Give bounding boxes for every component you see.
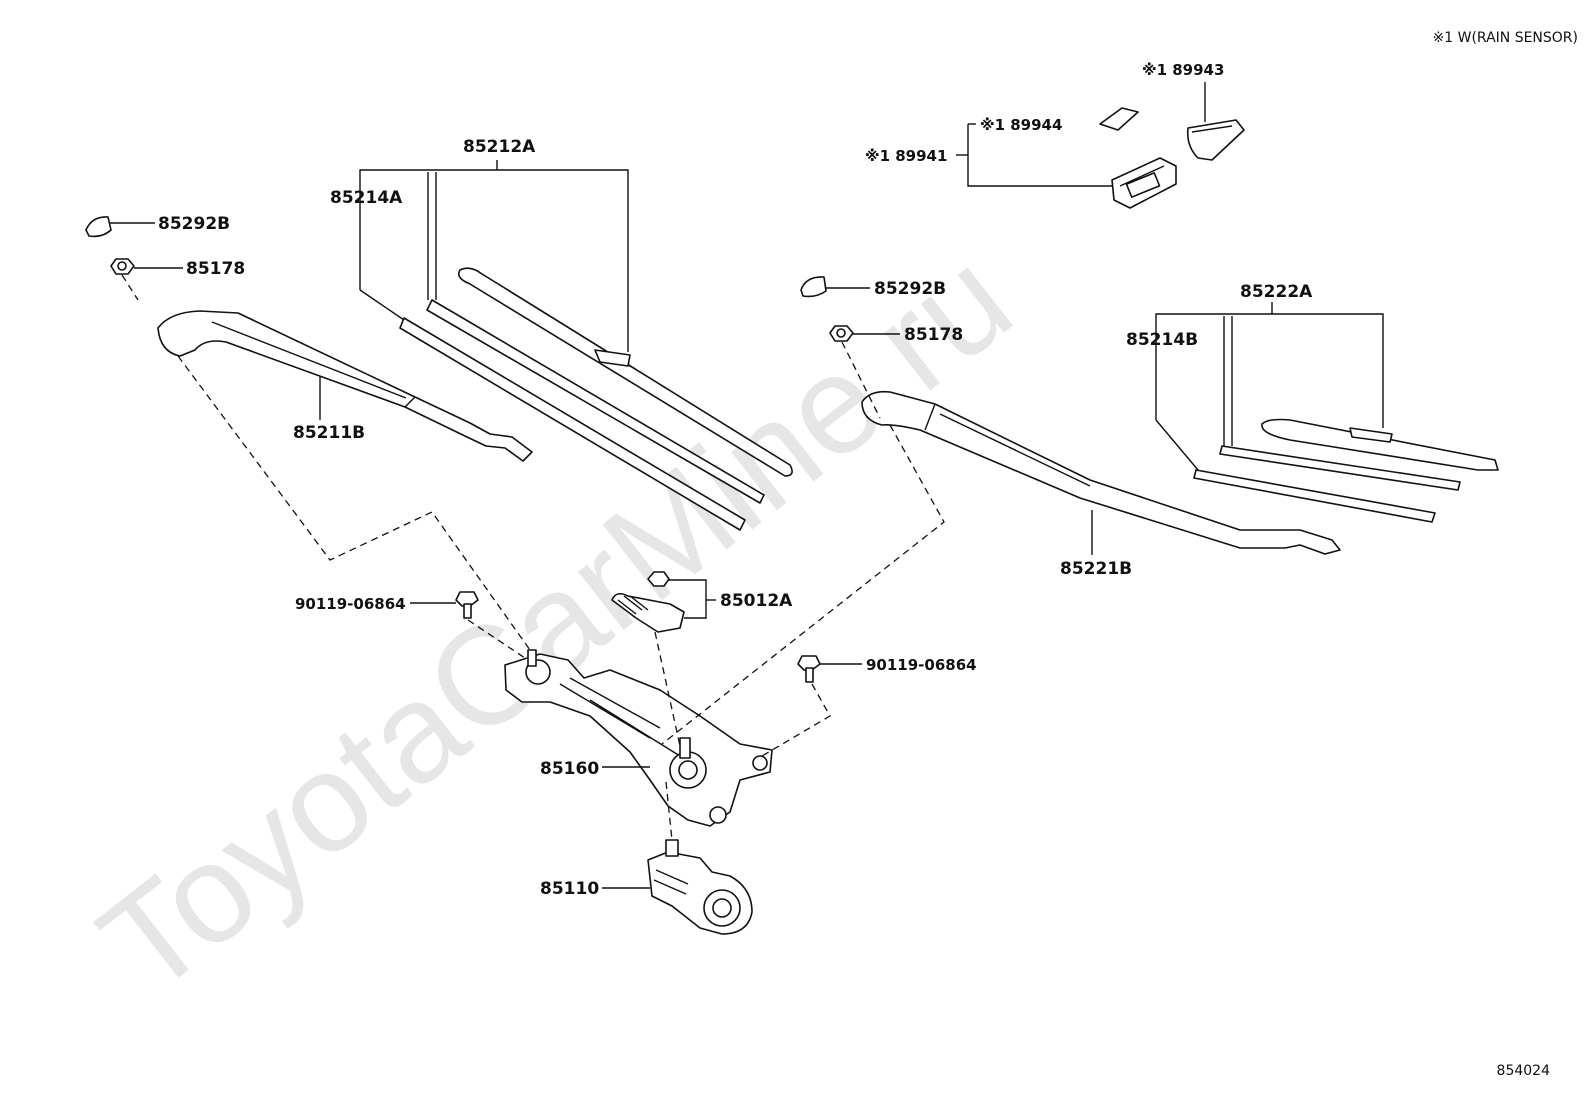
- left-blade-rubber-85214A: [399, 317, 746, 531]
- right-blade-leaders: [1155, 302, 1384, 471]
- left-blade-leaders: [359, 160, 629, 352]
- bolt-90119-06864-left: [410, 591, 479, 619]
- rain-sensor-cover-89943: [1186, 82, 1245, 161]
- rain-sensor-gel-89944: [1099, 107, 1139, 131]
- label-85178-right: 85178: [904, 325, 963, 345]
- pivot-cap-85012A: [611, 571, 716, 633]
- label-85292B-left: 85292B: [158, 214, 230, 234]
- diagram-code: 854024: [1497, 1063, 1551, 1079]
- label-89943: ※1 89943: [1142, 61, 1224, 79]
- right-arm-nut-85178: [829, 325, 900, 342]
- label-89941: ※1 89941: [865, 147, 947, 165]
- label-85212A: 85212A: [463, 137, 536, 157]
- link-assembly-85160: [504, 649, 773, 827]
- right-arm-cap-85292B: [800, 276, 870, 298]
- left-wiper-arm-85211B: [157, 310, 533, 462]
- left-wiper-blade-85212A: [426, 267, 793, 504]
- right-blade-rubber-85214B: [1193, 469, 1436, 523]
- label-85214A: 85214A: [330, 188, 403, 208]
- label-85160: 85160: [540, 759, 599, 779]
- label-90119-06864-right: 90119-06864: [866, 656, 977, 674]
- label-85214B: 85214B: [1126, 330, 1198, 350]
- label-85178-left: 85178: [186, 259, 245, 279]
- label-85211B: 85211B: [293, 423, 365, 443]
- left-arm-cap-85292B: [85, 216, 155, 238]
- right-wiper-blade-85222A: [1219, 418, 1499, 491]
- label-85110: 85110: [540, 879, 599, 899]
- label-85222A: 85222A: [1240, 282, 1313, 302]
- label-85012A: 85012A: [720, 591, 793, 611]
- right-wiper-arm-85221B: [861, 390, 1341, 555]
- label-85292B-right: 85292B: [874, 279, 946, 299]
- bolt-90119-06864-right: [797, 655, 862, 683]
- label-89944: ※1 89944: [980, 116, 1062, 134]
- assembly-dashed-lines: [121, 274, 945, 841]
- label-85221B: 85221B: [1060, 559, 1132, 579]
- left-arm-nut-85178: [110, 258, 183, 275]
- wiper-motor-85110: [602, 839, 753, 935]
- rain-sensor-89941: [956, 124, 1177, 209]
- label-90119-06864-left: 90119-06864: [295, 595, 406, 613]
- rain-sensor-note: ※1 W(RAIN SENSOR): [1433, 30, 1578, 46]
